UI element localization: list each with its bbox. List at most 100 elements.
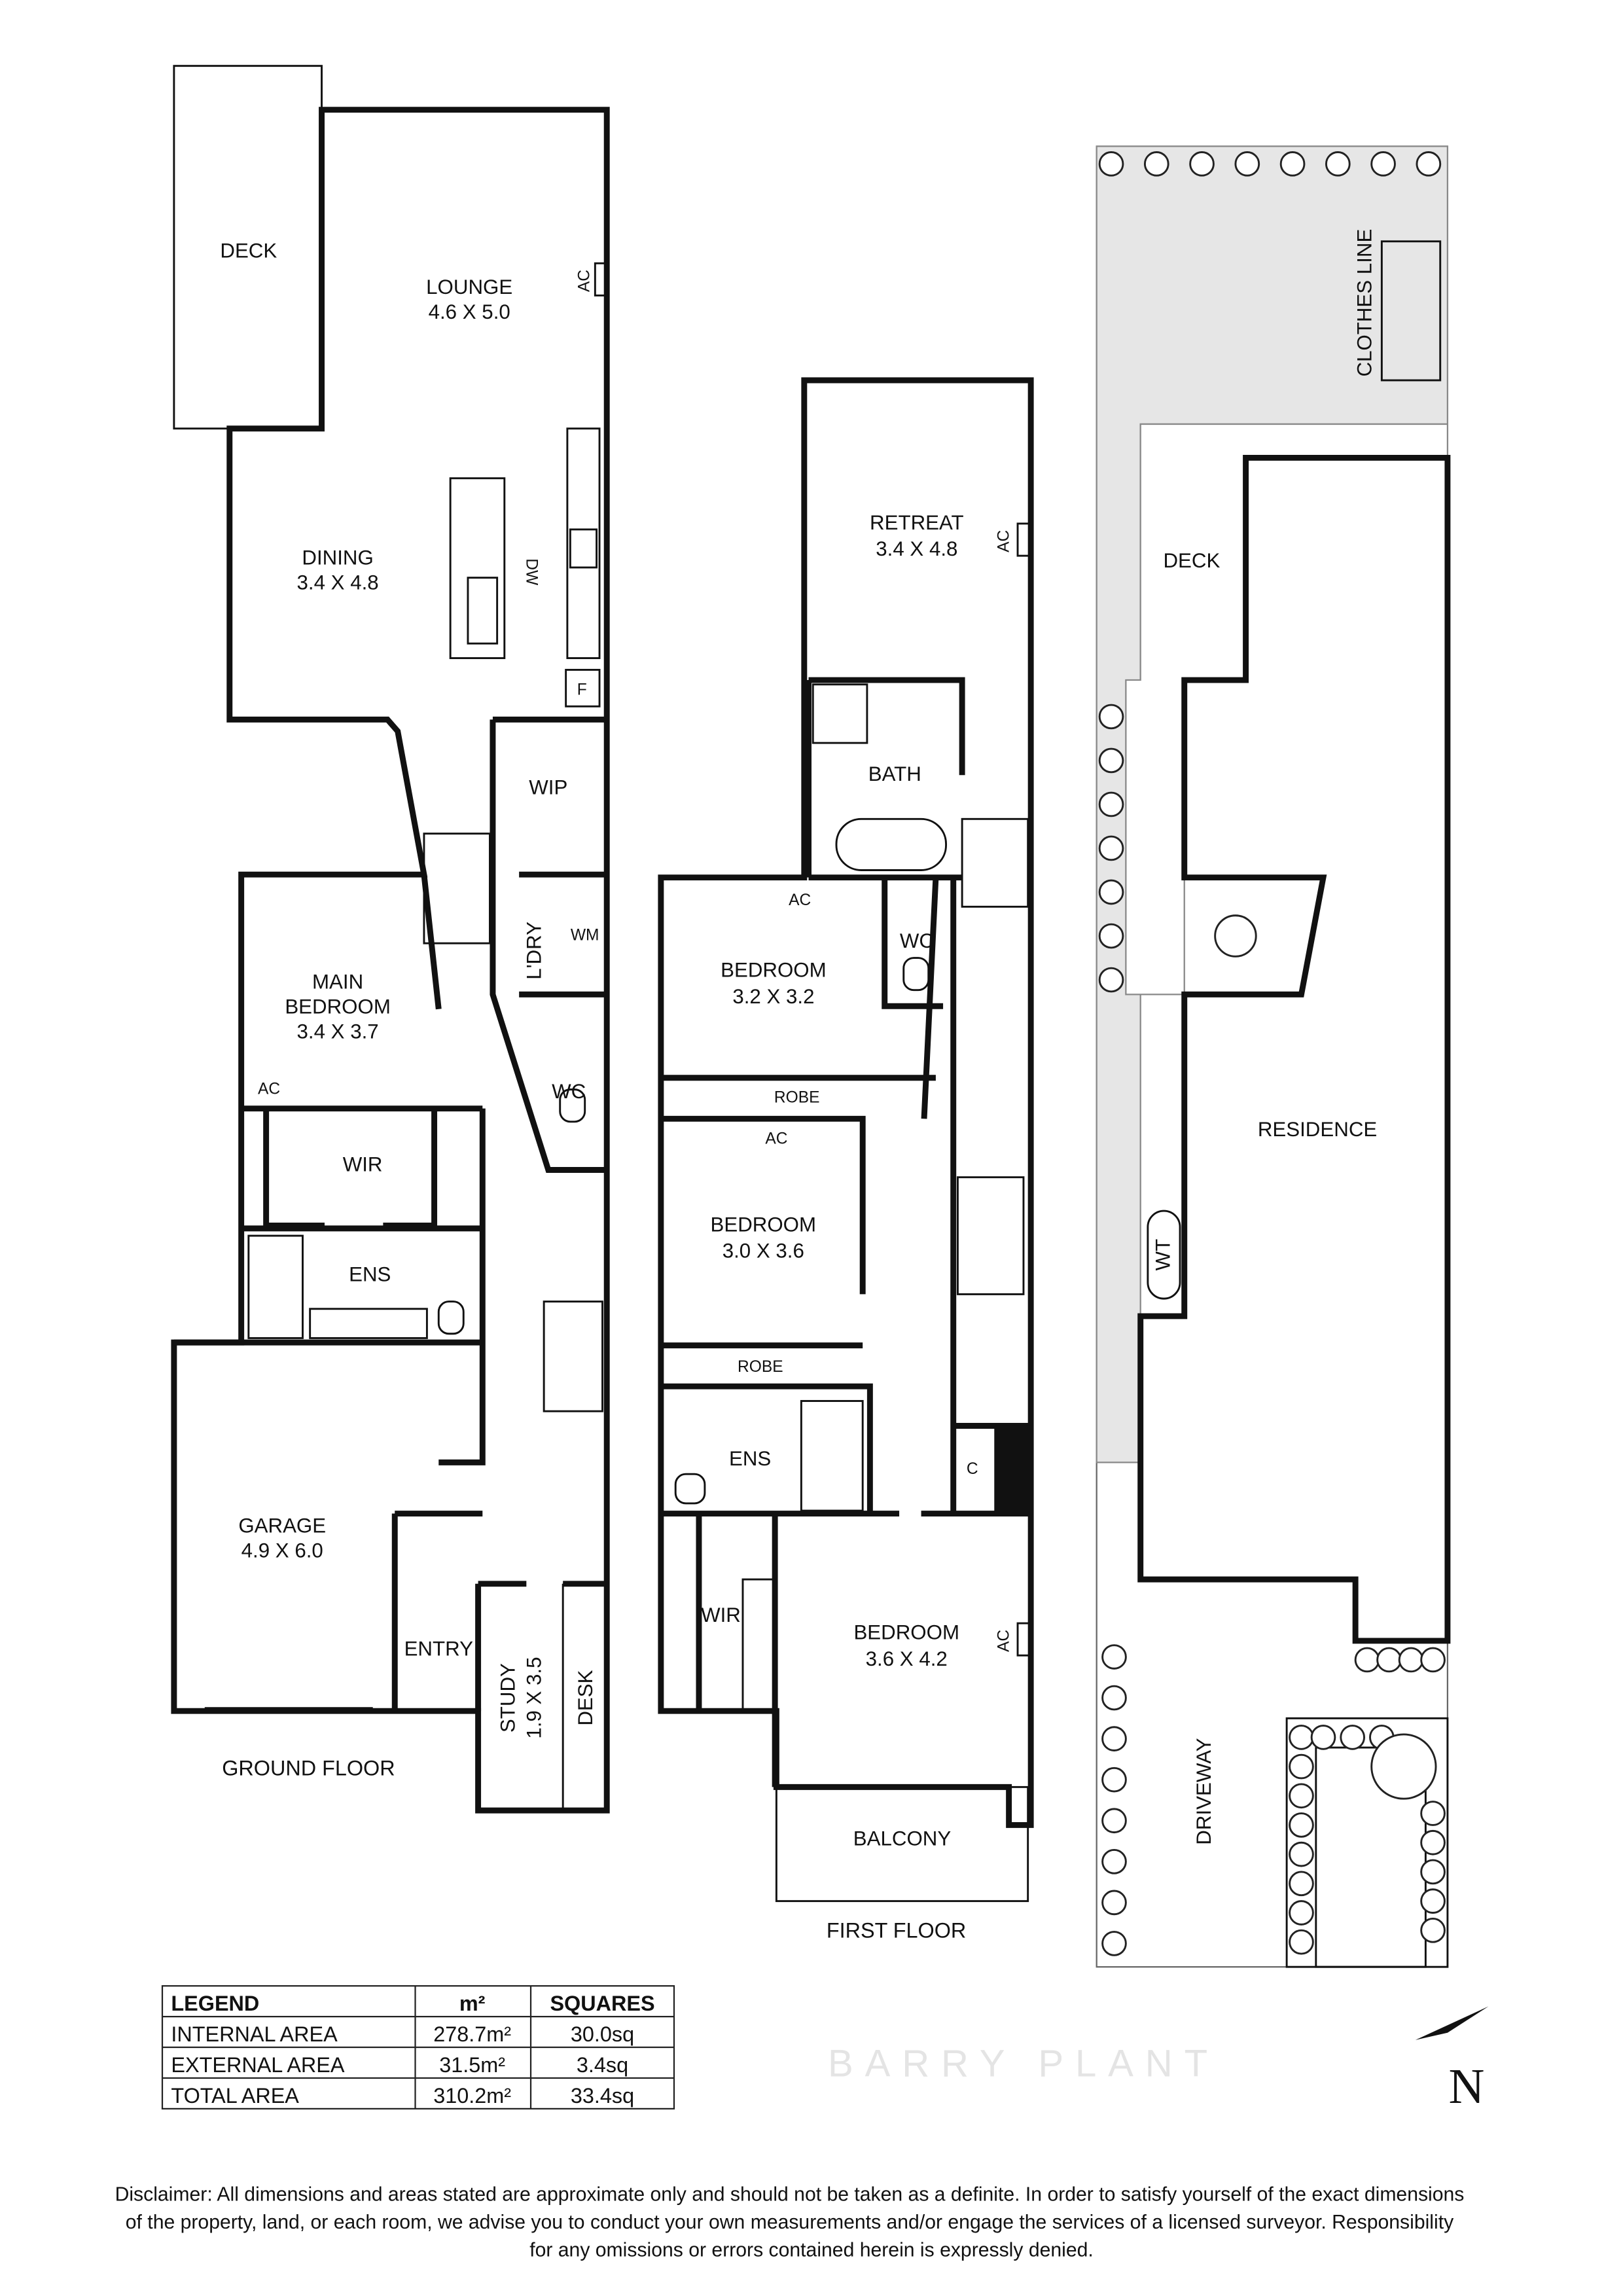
bathtub: [835, 817, 948, 871]
tree-icon: [1325, 151, 1351, 177]
tree-icon: [1189, 151, 1215, 177]
first-floor-plan: RETREAT 3.4 X 4.8 AC BATH WC AC BEDROOM …: [658, 377, 1034, 1942]
tree-icon: [1398, 1647, 1424, 1673]
ac-unit: [1016, 522, 1031, 557]
cupboard-label: C: [967, 1460, 978, 1478]
tree-icon: [1098, 747, 1124, 774]
ac-label: AC: [575, 270, 593, 292]
vanity: [309, 1308, 428, 1339]
room-label-ens: ENS: [349, 1263, 391, 1285]
room-dim-main-bedroom: 3.4 X 3.7: [297, 1020, 379, 1043]
ground-floor-plan: DECK LOUNGE 4.6 X 5.0 AC DINING 3.4 X 4.…: [171, 65, 610, 1814]
tree-icon: [1310, 1725, 1336, 1750]
legend-row-squares: 30.0sq: [571, 2022, 634, 2046]
tree-icon: [1370, 151, 1396, 177]
room-label-bedroom-2: BEDROOM: [710, 1213, 816, 1236]
room-dim-retreat: 3.4 X 4.8: [876, 537, 957, 560]
north-arrow-icon: [1415, 2006, 1489, 2040]
tree-icon: [1420, 1917, 1446, 1943]
north-label: N: [1449, 2059, 1485, 2114]
sink: [467, 577, 499, 645]
tree-icon: [1101, 1848, 1127, 1874]
water-tank-label: WT: [1151, 1239, 1174, 1271]
room-label-wip: WIP: [529, 776, 567, 798]
tree-icon: [1098, 923, 1124, 949]
fountain: [1214, 914, 1257, 958]
stairs: [956, 1176, 1025, 1295]
garden-bed-inner: [1315, 1746, 1427, 1968]
water-tank: [1147, 1210, 1181, 1300]
north-arrow: N: [1415, 2006, 1489, 2114]
site-deck-label: DECK: [1163, 549, 1220, 572]
toilet: [902, 957, 930, 992]
room-dim-bedroom-1: 3.2 X 3.2: [732, 985, 814, 1008]
disclaimer-line: for any omissions or errors contained he…: [529, 2240, 1094, 2261]
large-tree-icon: [1370, 1733, 1437, 1800]
tree-icon: [1098, 791, 1124, 817]
room-label-bath: BATH: [868, 762, 921, 785]
ac-label: AC: [258, 1080, 280, 1098]
tree-icon: [1376, 1647, 1402, 1673]
room-label-wc: WC: [552, 1080, 586, 1103]
room-label-main-bedroom-1: MAIN: [312, 970, 363, 993]
tree-icon: [1098, 967, 1124, 993]
tree-icon: [1420, 1801, 1446, 1826]
clothes-line-label: CLOTHES LINE: [1353, 229, 1376, 377]
room-dim-study: 1.9 X 3.5: [523, 1657, 546, 1738]
residence-outline: [1137, 454, 1451, 1644]
tree-icon: [1354, 1647, 1380, 1673]
tree-icon: [1340, 1725, 1365, 1750]
room-label-study: STUDY: [496, 1663, 519, 1732]
room-label-dining: DINING: [302, 547, 373, 569]
room-label-wir: WIR: [701, 1604, 741, 1626]
tree-icon: [1098, 151, 1124, 177]
robe-label: ROBE: [738, 1358, 783, 1376]
room-label-entry: ENTRY: [404, 1637, 474, 1660]
room-label-bedroom-1: BEDROOM: [721, 959, 827, 982]
tree-icon: [1420, 1829, 1446, 1856]
stairs-upper: [423, 833, 491, 944]
ac-label: AC: [995, 1630, 1013, 1652]
tree-icon: [1420, 1647, 1446, 1673]
stairs: [961, 817, 1029, 908]
tree-icon: [1289, 1783, 1314, 1809]
tree-icon: [1098, 835, 1124, 861]
tree-icon: [1420, 1859, 1446, 1885]
toilet: [559, 1088, 586, 1123]
driveway-label: DRIVEWAY: [1192, 1738, 1215, 1844]
disclaimer: Disclaimer: All dimensions and areas sta…: [115, 2184, 1465, 2261]
ac-label: AC: [995, 530, 1013, 552]
room-dim-dining: 3.4 X 4.8: [297, 571, 379, 594]
toilet: [674, 1473, 706, 1505]
tree-icon: [1289, 1900, 1314, 1926]
tree-icon: [1101, 1767, 1127, 1793]
room-label-garage: GARAGE: [238, 1515, 326, 1537]
tree-icon: [1289, 1841, 1314, 1867]
legend-row-label: TOTAL AREA: [171, 2084, 299, 2108]
room-dim-bedroom-2: 3.0 X 3.6: [722, 1240, 804, 1263]
fridge-label: F: [577, 681, 587, 698]
tree-icon: [1234, 151, 1260, 177]
residence-label: RESIDENCE: [1258, 1118, 1377, 1141]
room-dim-bedroom-3: 3.6 X 4.2: [866, 1647, 948, 1670]
tree-icon: [1420, 1888, 1446, 1914]
legend-row-label: INTERNAL AREA: [171, 2022, 338, 2046]
disclaimer-line: of the property, land, or each room, we …: [126, 2212, 1454, 2233]
shower: [812, 683, 868, 744]
dishwasher-label: DW: [522, 558, 540, 586]
room-dim-lounge: 4.6 X 5.0: [429, 300, 510, 323]
tree-icon: [1289, 1929, 1314, 1955]
tree-icon: [1101, 1726, 1127, 1751]
c-cupboard-fill: [994, 1426, 1031, 1514]
room-label-laundry: L'DRY: [523, 922, 546, 980]
tree-icon: [1098, 879, 1124, 905]
tree-icon: [1279, 151, 1306, 177]
fridge-box: [565, 668, 601, 708]
watermark: BARRY PLANT: [828, 2043, 1219, 2085]
legend-row-squares: 33.4sq: [571, 2084, 634, 2108]
room-label-lounge: LOUNGE: [426, 276, 512, 298]
tree-icon: [1101, 1931, 1127, 1956]
kitchen-bench: [566, 427, 601, 659]
tree-icon: [1098, 704, 1124, 730]
ac-unit: [1016, 1622, 1031, 1657]
